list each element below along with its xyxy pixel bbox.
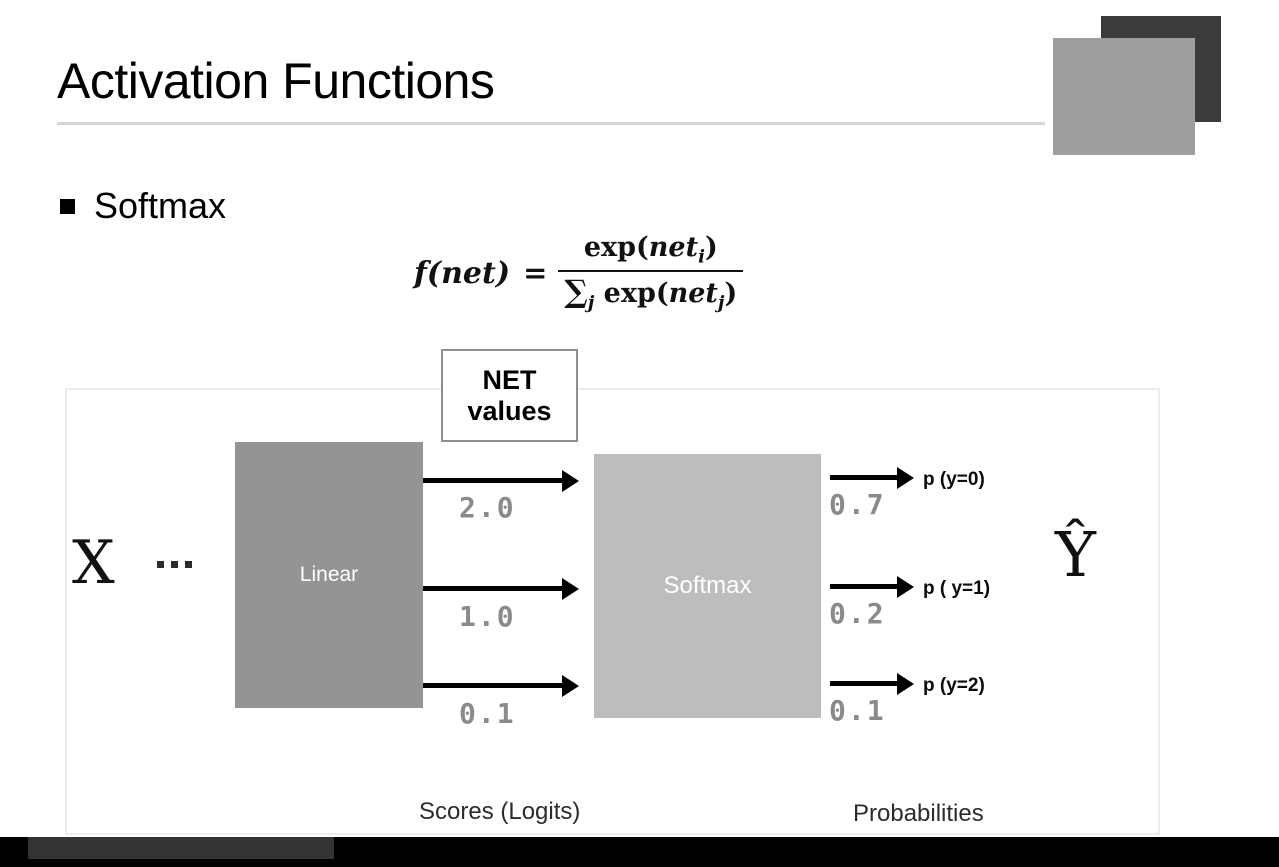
bottom-bar-segment	[28, 837, 334, 859]
denominator-close-paren: )	[724, 278, 738, 310]
formula-lhs: f(net)	[414, 255, 511, 291]
block-softmax: Softmax	[594, 454, 821, 718]
title-divider	[57, 122, 1045, 125]
formula-equals: =	[523, 256, 548, 291]
prob-label-2: p (y=2)	[923, 675, 985, 696]
arrow-prob-1	[830, 584, 898, 589]
numerator-subscript: i	[698, 246, 705, 268]
arrow-prob-2	[830, 681, 898, 686]
numerator-exp: exp(	[583, 232, 649, 263]
arrow-logit-0	[423, 478, 563, 483]
probability-value-0: 0.7	[829, 488, 886, 521]
denominator-var: net	[668, 278, 718, 310]
bullet-label: Softmax	[94, 185, 227, 226]
denominator-exp: exp(	[603, 278, 669, 310]
input-symbol-x: X	[72, 528, 115, 598]
arrow-logit-2	[423, 683, 563, 688]
block-softmax-label: Softmax	[663, 572, 752, 599]
block-linear: Linear	[235, 442, 423, 708]
sigma-subscript: j	[587, 292, 595, 314]
caption-scores-logits: Scores (Logits)	[419, 798, 581, 825]
formula-denominator: ∑j exp(netj)	[558, 274, 743, 314]
probability-value-2: 0.1	[829, 694, 886, 727]
arrow-prob-0	[830, 475, 898, 480]
slide-title: Activation Functions	[57, 53, 495, 109]
square-bullet-icon	[60, 198, 75, 214]
net-callout-line1: NET	[482, 365, 537, 396]
caption-probabilities: Probabilities	[853, 800, 984, 827]
block-linear-label: Linear	[299, 563, 359, 586]
prob-label-1: p ( y=1)	[923, 578, 991, 599]
numerator-close-paren: )	[704, 232, 718, 263]
net-values-callout: NET values	[441, 349, 578, 442]
formula-fraction: exp(neti) ∑j exp(netj)	[558, 232, 744, 315]
ellipsis-icon	[157, 561, 192, 568]
net-callout-line2: values	[467, 395, 552, 426]
fraction-bar	[558, 270, 744, 273]
output-symbol-yhat: Ŷ	[1055, 518, 1096, 591]
sigma-icon: ∑	[564, 274, 588, 311]
bullet-item-softmax: Softmax	[60, 185, 226, 227]
prob-label-0: p (y=0)	[923, 469, 985, 490]
numerator-var: net	[648, 232, 699, 263]
formula-numerator: exp(neti)	[578, 232, 724, 268]
bottom-bar	[0, 837, 1279, 867]
logit-value-0: 2.0	[459, 491, 516, 524]
logit-value-1: 1.0	[459, 600, 516, 633]
logit-value-2: 0.1	[459, 697, 516, 730]
decorative-square-gray	[1053, 38, 1195, 155]
probability-value-1: 0.2	[829, 597, 886, 630]
denominator-subscript: j	[717, 292, 725, 314]
arrow-logit-1	[423, 586, 563, 591]
softmax-formula: f(net) = exp(neti) ∑j exp(netj)	[414, 232, 744, 315]
